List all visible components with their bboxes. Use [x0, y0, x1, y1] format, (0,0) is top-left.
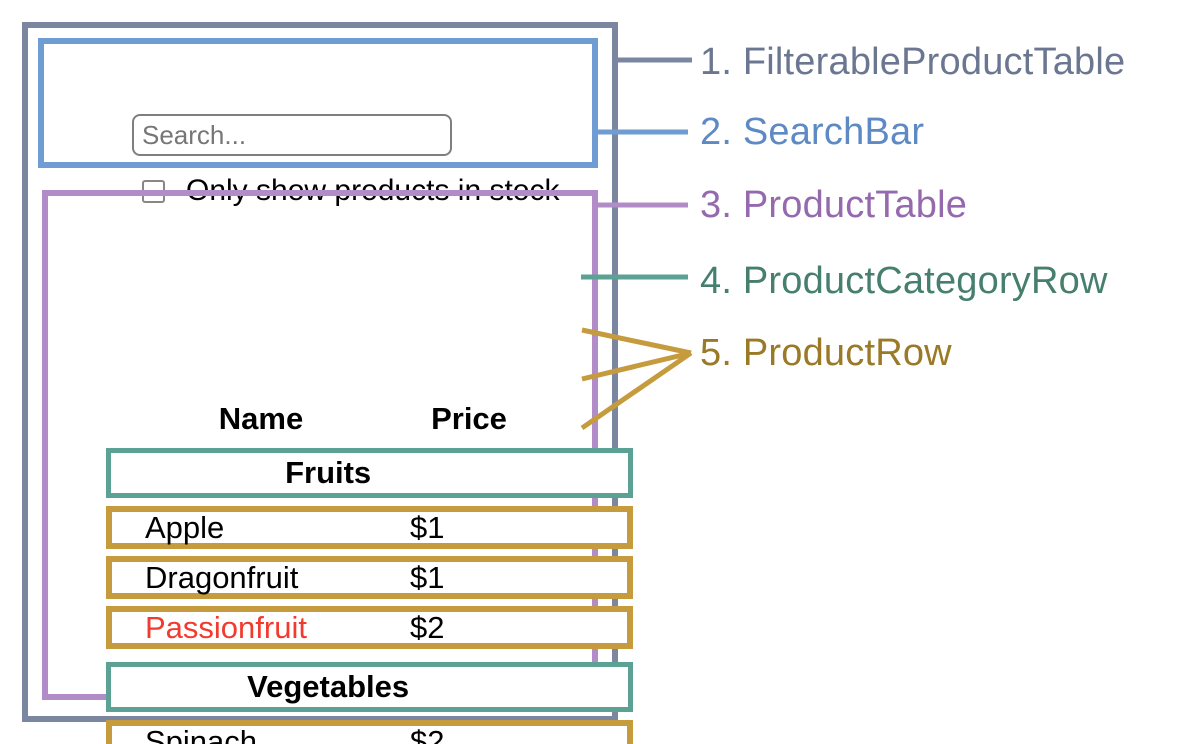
- product-price: $1: [410, 559, 445, 595]
- product-price: $2: [410, 609, 445, 645]
- price-column-header: Price: [431, 401, 507, 436]
- product-row: Apple $1: [106, 506, 633, 549]
- product-name: Dragonfruit: [145, 559, 299, 595]
- product-row: Dragonfruit $1: [106, 556, 633, 599]
- search-input[interactable]: [132, 114, 452, 156]
- category-label: Fruits: [285, 455, 372, 490]
- category-label: Vegetables: [247, 669, 410, 704]
- component-label-product-table: 3. ProductTable: [700, 184, 968, 226]
- product-row: Passionfruit $2: [106, 606, 633, 649]
- search-bar-box: Only show products in stock: [38, 38, 598, 207]
- product-category-row: Fruits: [106, 448, 633, 498]
- component-label-filterable-product-table: 1. FilterableProductTable: [700, 41, 1126, 83]
- product-name: Passionfruit: [145, 609, 307, 645]
- component-label-search-bar: 2. SearchBar: [700, 111, 925, 153]
- product-price: $2: [410, 723, 445, 744]
- product-category-row: Vegetables: [106, 662, 633, 712]
- product-name: Spinach: [145, 723, 258, 744]
- product-row: Spinach $2: [106, 720, 633, 744]
- component-label-product-row: 5. ProductRow: [700, 332, 952, 374]
- name-column-header: Name: [218, 401, 304, 436]
- product-price: $1: [410, 509, 445, 545]
- component-label-product-category-row: 4. ProductCategoryRow: [700, 260, 1108, 302]
- product-name: Apple: [145, 509, 225, 545]
- table-header-row: Name Price: [96, 401, 640, 437]
